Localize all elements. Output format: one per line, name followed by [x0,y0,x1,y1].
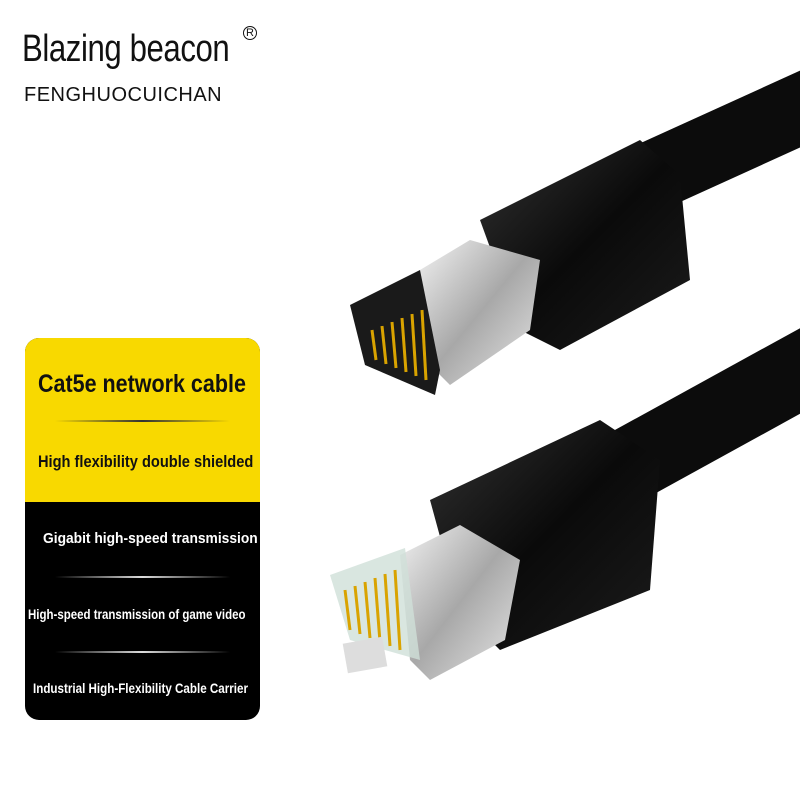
brand-subtitle: FENGHUOCUICHAN [24,84,223,106]
registered-mark-icon: R [243,26,257,40]
divider [55,420,230,422]
brand-name: Blazing beacon [22,28,230,70]
feature-item: High-speed transmission of game video [28,606,246,622]
feature-item: Industrial High-Flexibility Cable Carrie… [33,680,249,696]
divider [55,651,230,653]
lower-connector [330,328,800,680]
feature-item: High flexibility double shielded [38,452,254,471]
divider [55,576,230,578]
product-title: Cat5e network cable [38,370,246,398]
upper-connector [350,70,800,395]
feature-item: Gigabit high-speed transmission [43,530,258,547]
feature-panel: Cat5e network cable High flexibility dou… [25,338,260,720]
